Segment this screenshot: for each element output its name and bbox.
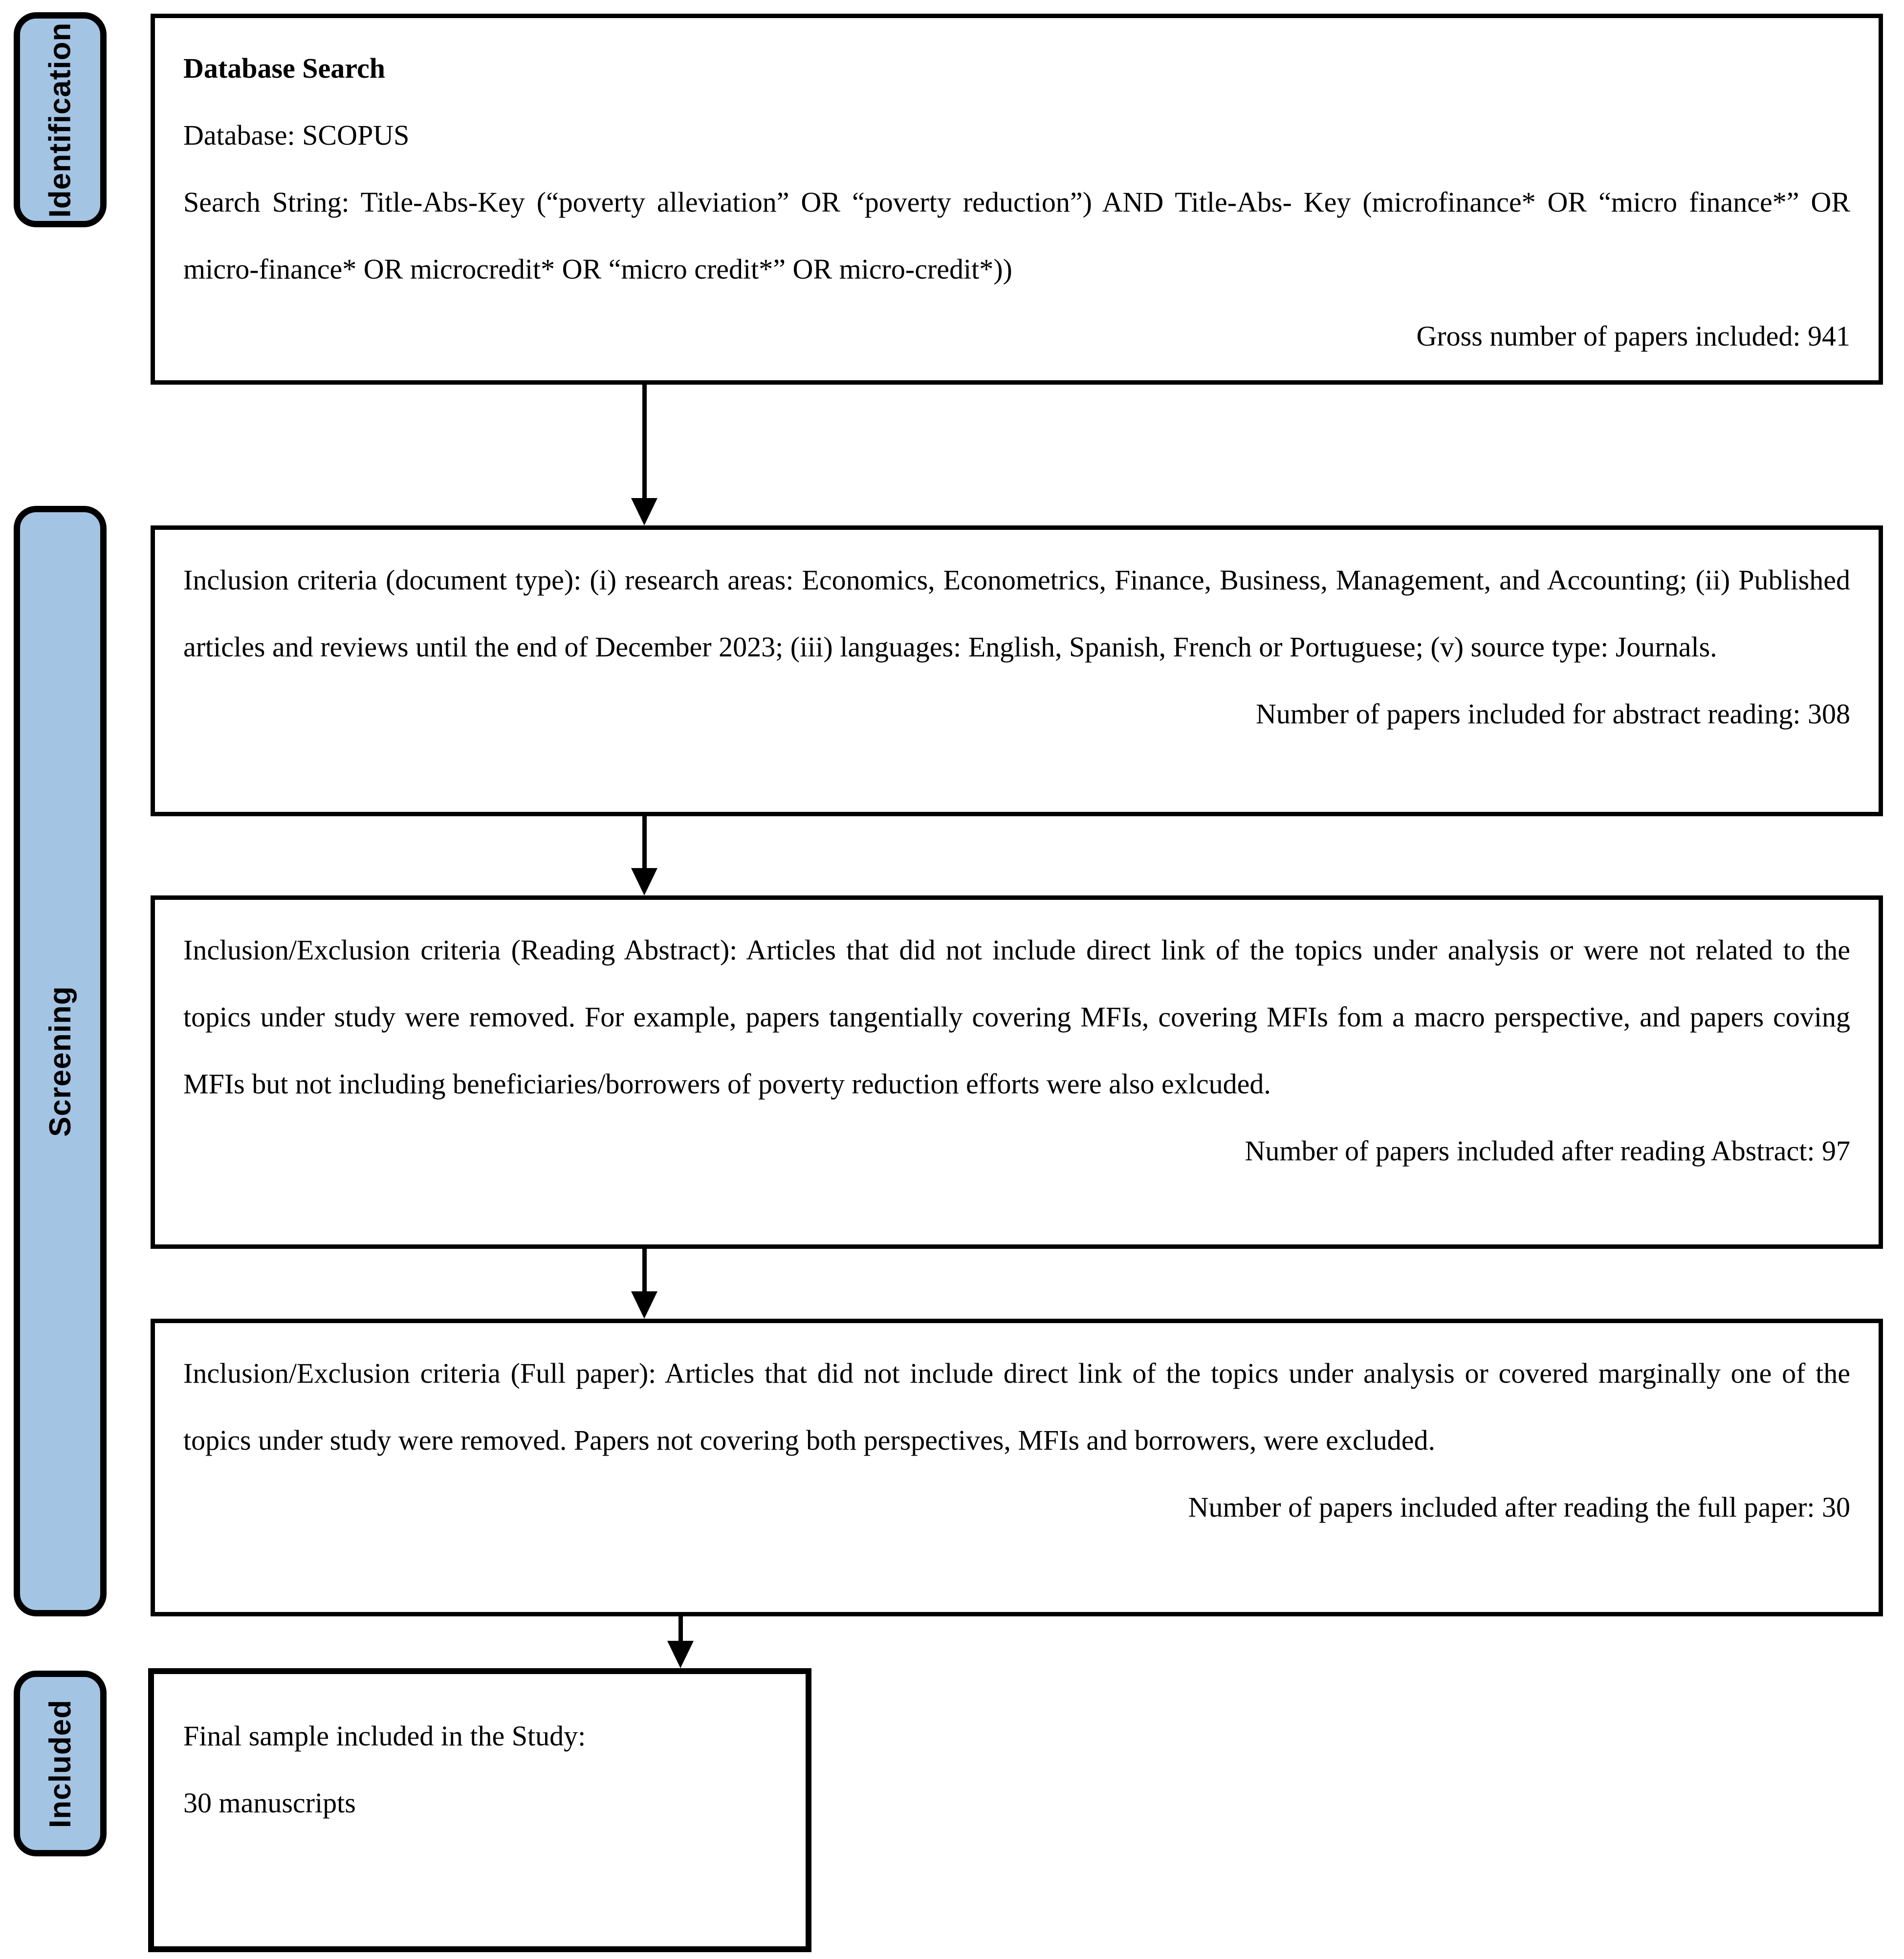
database-search-title: Database Search: [183, 52, 385, 84]
stage-label-identification-text: Identification: [43, 22, 77, 218]
arrowhead-down-icon: [631, 498, 657, 525]
arrow-line: [642, 815, 647, 869]
after-abstract-result: Number of papers included after reading …: [1245, 1135, 1850, 1167]
final-sample-line: Final sample included in the Study:: [183, 1720, 586, 1752]
database-line: Database: SCOPUS: [183, 119, 410, 151]
box-reading-abstract: Inclusion/Exclusion criteria (Reading Ab…: [151, 895, 1883, 1249]
stage-label-screening: Screening: [14, 506, 107, 1616]
abstract-reading-result: Number of papers included for abstract r…: [1256, 698, 1850, 730]
arrow-line: [642, 1248, 647, 1293]
full-paper-body: Inclusion/Exclusion criteria (Full paper…: [183, 1357, 1850, 1456]
arrowhead-down-icon: [631, 1291, 657, 1319]
arrowhead-down-icon: [631, 868, 657, 895]
gross-papers-result: Gross number of papers included: 941: [1416, 320, 1850, 352]
search-string-line: Search String: Title-Abs-Key (“poverty a…: [183, 186, 1850, 285]
arrow-line: [678, 1615, 683, 1642]
stage-label-screening-text: Screening: [43, 985, 77, 1137]
stage-label-included-text: Included: [43, 1699, 77, 1828]
inclusion-document-type-body: Inclusion criteria (document type): (i) …: [183, 564, 1850, 663]
final-sample-count: 30 manuscripts: [183, 1787, 356, 1819]
box-inclusion-document-type: Inclusion criteria (document type): (i) …: [151, 525, 1883, 816]
box-database-search: Database Search Database: SCOPUS Search …: [151, 14, 1883, 385]
reading-abstract-body: Inclusion/Exclusion criteria (Reading Ab…: [183, 934, 1850, 1100]
box-full-paper: Inclusion/Exclusion criteria (Full paper…: [151, 1319, 1883, 1616]
after-full-paper-result: Number of papers included after reading …: [1188, 1491, 1850, 1523]
stage-label-included: Included: [14, 1671, 107, 1856]
arrow-line: [642, 384, 647, 500]
box-final-sample: Final sample included in the Study: 30 m…: [148, 1668, 811, 1952]
arrowhead-down-icon: [667, 1641, 694, 1668]
stage-label-identification: Identification: [14, 12, 107, 227]
